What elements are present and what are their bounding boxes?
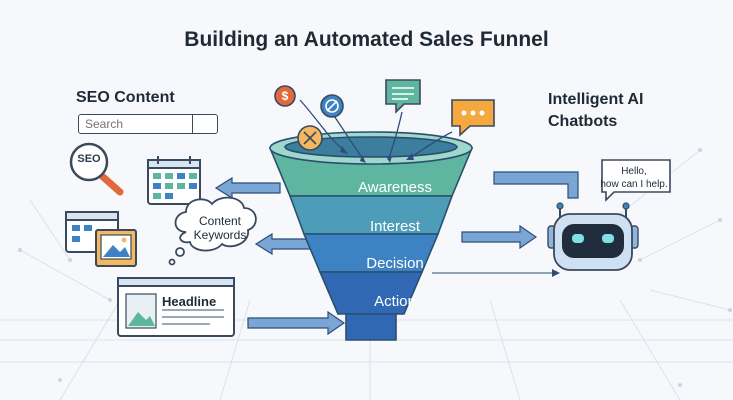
- svg-text:$: $: [282, 89, 289, 103]
- right-arrows: [432, 171, 579, 277]
- target-icon: [320, 94, 344, 118]
- keywords-bubble: [168, 196, 257, 266]
- speech-text: Hello, how can I help.: [598, 165, 670, 191]
- keywords-bubble-text: Content Keywords: [175, 214, 265, 242]
- ai-chatbots-title: Intelligent AI Chatbots: [548, 89, 643, 133]
- funnel-stage-interest: Interest: [369, 218, 421, 235]
- dollar-icon: $: [274, 85, 296, 107]
- search-button[interactable]: [192, 115, 217, 133]
- ai-title-line-1: Intelligent AI: [548, 91, 644, 108]
- speech-bubble: [601, 159, 671, 202]
- search-box[interactable]: [78, 114, 218, 134]
- page-title: Building an Automated Sales Funnel: [184, 28, 549, 51]
- seo-badge: SEO: [77, 153, 101, 165]
- bubble-line-2: Keywords: [193, 228, 247, 242]
- speech-line-1: Hello,: [621, 166, 647, 177]
- seo-content-title: SEO Content: [76, 89, 175, 106]
- bubble-line-1: Content: [198, 214, 242, 228]
- message-icon: [451, 99, 495, 137]
- headline-card: [117, 277, 235, 337]
- speech-line-2: how can I help.: [600, 179, 668, 190]
- search-input[interactable]: [85, 116, 189, 132]
- headline-label: Headline: [162, 294, 217, 309]
- calendar-icon: [147, 156, 201, 205]
- seo-magnifier-icon: [69, 142, 124, 196]
- funnel-stage-awareness: Awareness: [358, 179, 432, 196]
- shuffle-icon: [297, 125, 323, 151]
- left-arrows: [214, 176, 346, 336]
- funnel-stage-decision: Decision: [366, 255, 424, 272]
- robot-icon: [547, 202, 639, 271]
- image-icon: [65, 211, 137, 267]
- funnel-stage-action: Action: [374, 293, 416, 310]
- ai-title-line-2: Chatbots: [548, 113, 618, 130]
- chat-icon: [385, 79, 421, 114]
